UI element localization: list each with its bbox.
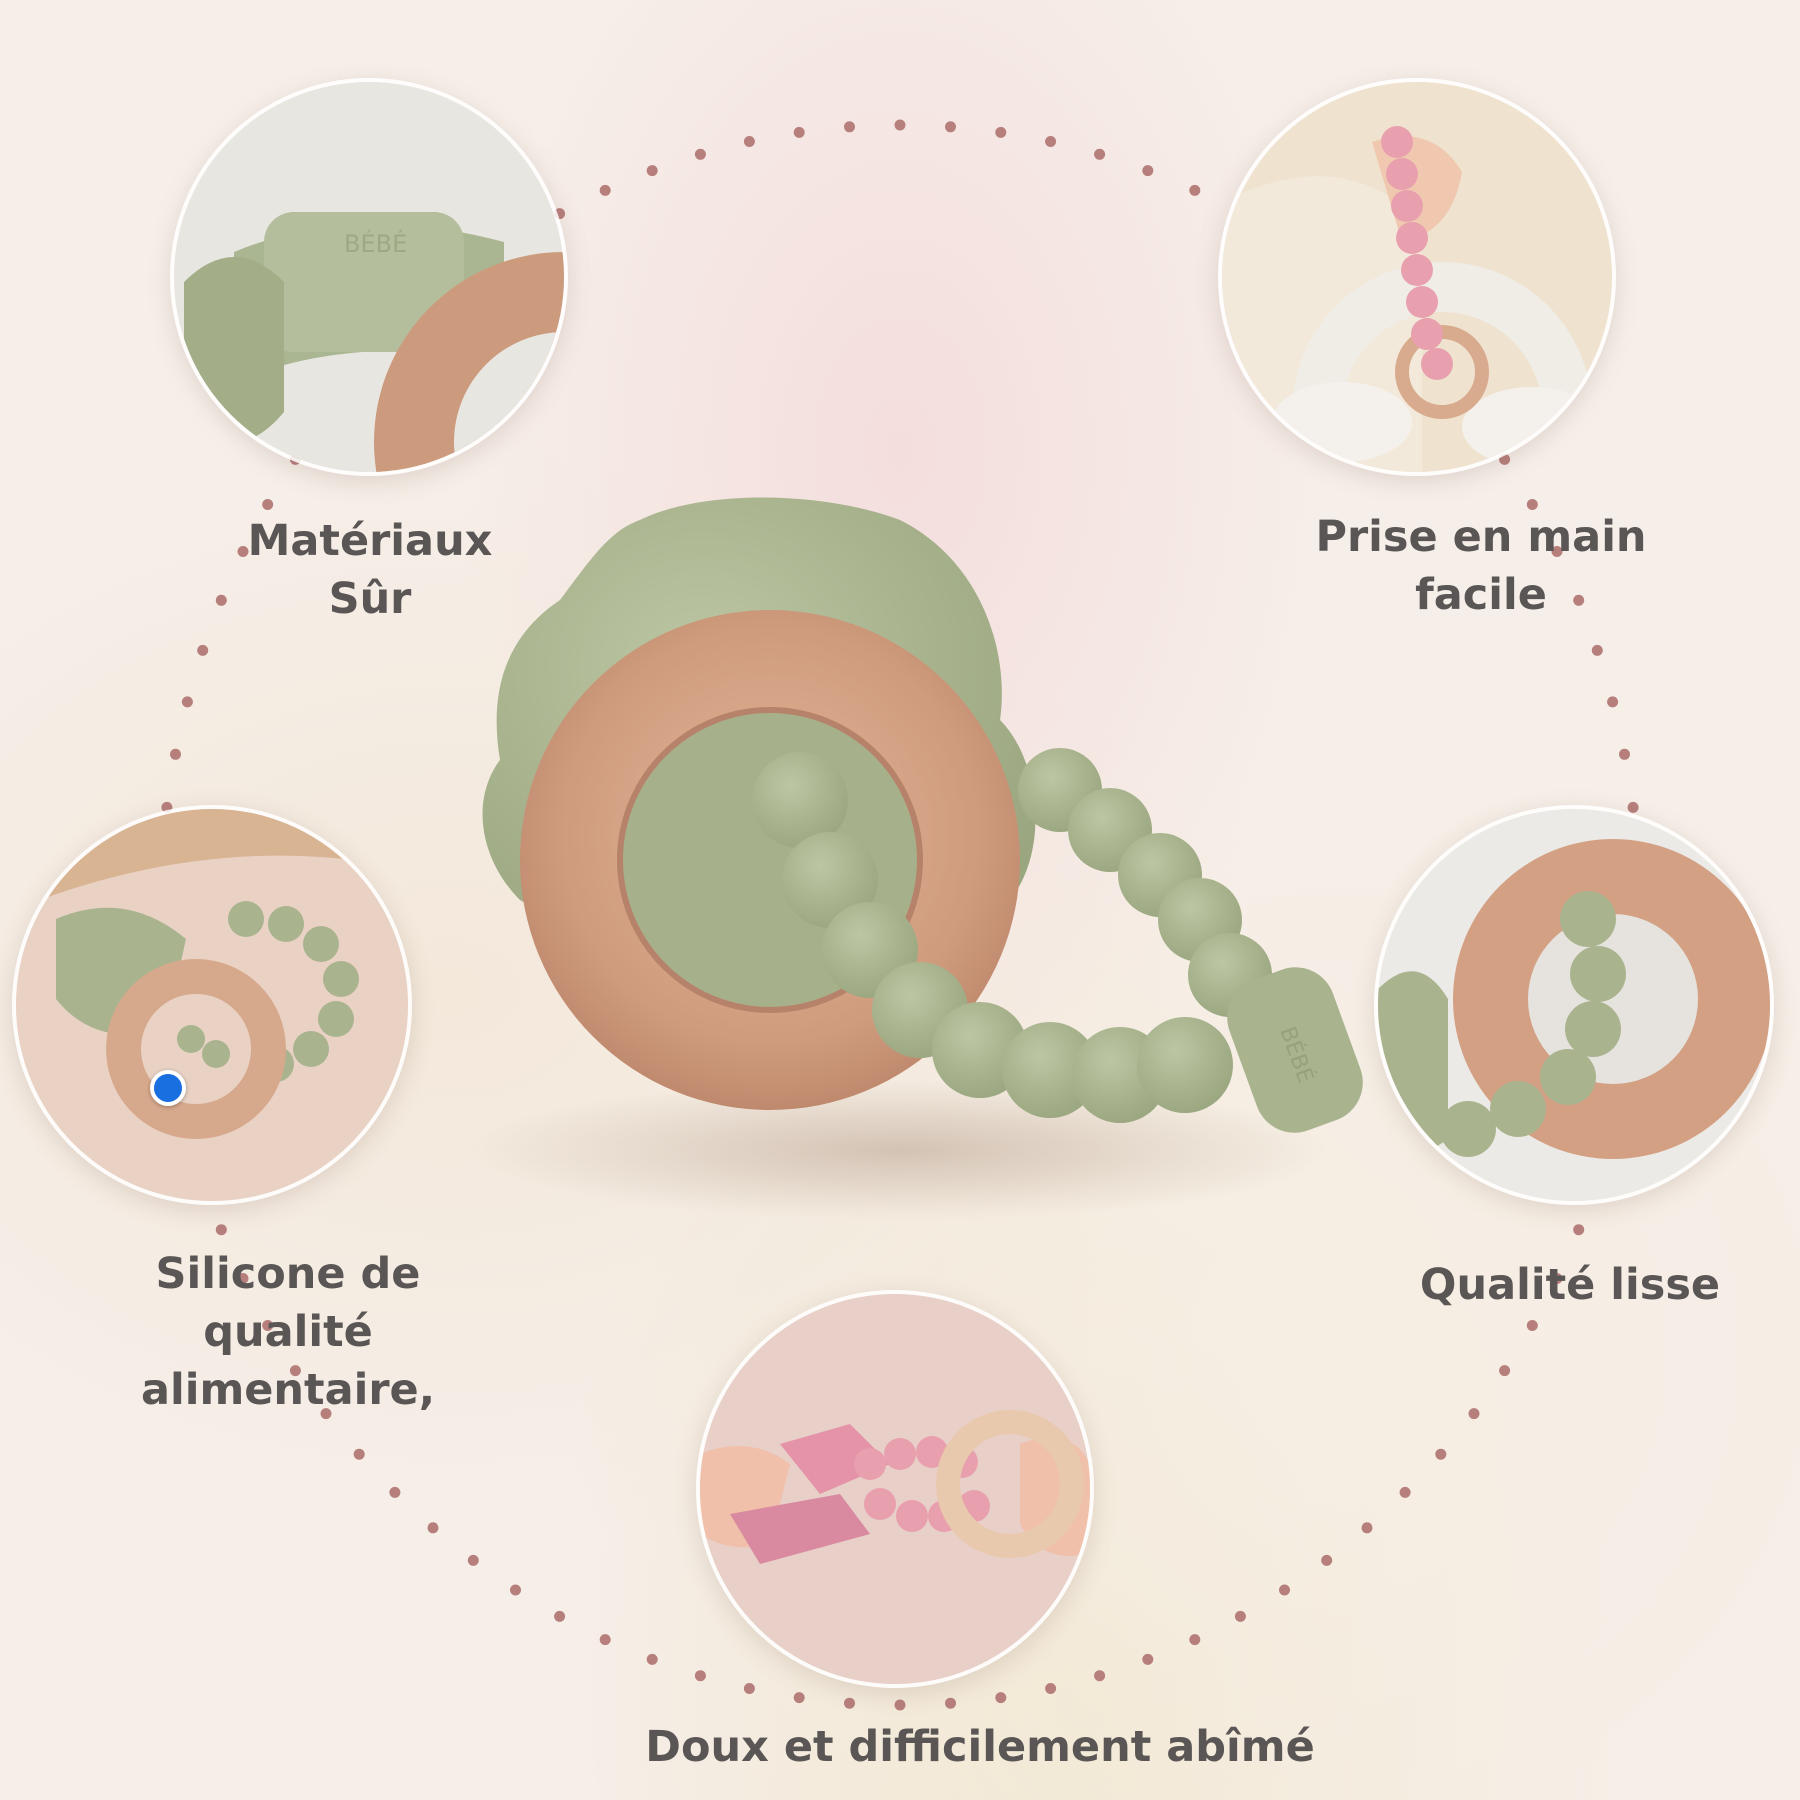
ring-dot (694, 1670, 706, 1682)
ring-dot (743, 136, 755, 147)
ring-dot (1361, 1522, 1373, 1534)
silicone-closeup-image (16, 809, 408, 1201)
feature-label-materials: Matériaux Sûr (247, 516, 493, 624)
materials-closeup-image: BÉBÉ (174, 82, 564, 472)
ring-dot (510, 1584, 521, 1596)
ring-dot (170, 748, 181, 760)
ring-dot (1468, 1408, 1480, 1420)
grip-closeup-bubble (1218, 78, 1616, 476)
ring-dot (1627, 801, 1639, 813)
ring-dot (844, 121, 855, 133)
durable-closeup-bubble (696, 1290, 1094, 1688)
bracelet-bead (1137, 1017, 1233, 1113)
ring-dot (1399, 1486, 1411, 1498)
ring-dot (1279, 1584, 1290, 1596)
ring-dot (1142, 165, 1154, 177)
ring-dot (427, 1522, 439, 1534)
ring-dot (181, 696, 193, 708)
ring-dot (793, 1692, 805, 1704)
ring-dot (599, 1634, 611, 1646)
ring-dot (1045, 1683, 1057, 1694)
ring-dot (1094, 1670, 1106, 1682)
ring-dot (237, 1273, 249, 1284)
blue-dot-icon[interactable] (150, 1070, 186, 1106)
ring-dot (467, 1554, 479, 1566)
ring-dot (945, 1697, 956, 1709)
grip-closeup-image (1222, 82, 1612, 472)
ring-dot (1142, 1653, 1154, 1665)
ring-dot (1619, 748, 1630, 760)
ring-dot (1573, 1224, 1585, 1236)
feature-label-durable: Doux et difficilement abîmé (645, 1722, 1315, 1772)
ring-dot (646, 1653, 658, 1665)
materials-engraving: BÉBÉ (344, 229, 407, 258)
ring-dot (237, 546, 249, 557)
ring-dot (215, 1224, 227, 1236)
ring-dot (894, 1699, 906, 1711)
ring-dot (743, 1683, 755, 1694)
ring-dot (1189, 1634, 1201, 1646)
ring-dot (1551, 546, 1563, 557)
ring-dot (262, 1320, 274, 1331)
ring-dot (215, 594, 227, 606)
ring-dot (793, 126, 805, 138)
ring-dot (262, 499, 274, 510)
bracelet-bead (782, 832, 878, 928)
ring-dot (844, 1697, 855, 1709)
ring-dot (1321, 1554, 1333, 1566)
feature-label-grip: Prise en main facile (1315, 512, 1647, 620)
ring-dot (1435, 1448, 1447, 1460)
ring-dot (945, 121, 956, 133)
ring-dot (1045, 136, 1057, 147)
ring-dot (289, 1365, 301, 1377)
ring-dot (1234, 1610, 1246, 1622)
ring-dot (554, 1610, 566, 1622)
feature-label-silicone: Silicone de qualité alimentaire, (140, 1249, 436, 1415)
ring-dot (1591, 644, 1603, 656)
bracelet-bead (1002, 1022, 1098, 1118)
ring-dot (1499, 1365, 1511, 1377)
ring-dot (1607, 696, 1619, 708)
ring-dot (1573, 594, 1585, 606)
ring-dot (646, 165, 658, 177)
ring-dot (1526, 499, 1538, 510)
ring-dot (353, 1448, 365, 1460)
ring-dot (1551, 1273, 1563, 1284)
bracelet-bead (752, 752, 848, 848)
ring-dot (320, 1408, 332, 1420)
ring-dot (1094, 148, 1106, 160)
silicone-closeup-bubble (12, 805, 412, 1205)
ring-dot (1526, 1320, 1538, 1331)
ring-dot (1189, 184, 1201, 196)
materials-closeup-bubble: BÉBÉ (170, 78, 568, 476)
ring-dot (995, 1692, 1007, 1704)
smooth-closeup-image (1378, 809, 1770, 1201)
durable-closeup-image (700, 1294, 1090, 1684)
smooth-closeup-bubble (1374, 805, 1774, 1205)
ring-dot (599, 184, 611, 196)
ring-dot (894, 119, 906, 131)
ring-dot (389, 1486, 401, 1498)
ring-dot (995, 126, 1007, 138)
feature-label-smooth: Qualité lisse (1419, 1260, 1721, 1310)
ring-dot (694, 148, 706, 160)
ring-dot (197, 644, 209, 656)
